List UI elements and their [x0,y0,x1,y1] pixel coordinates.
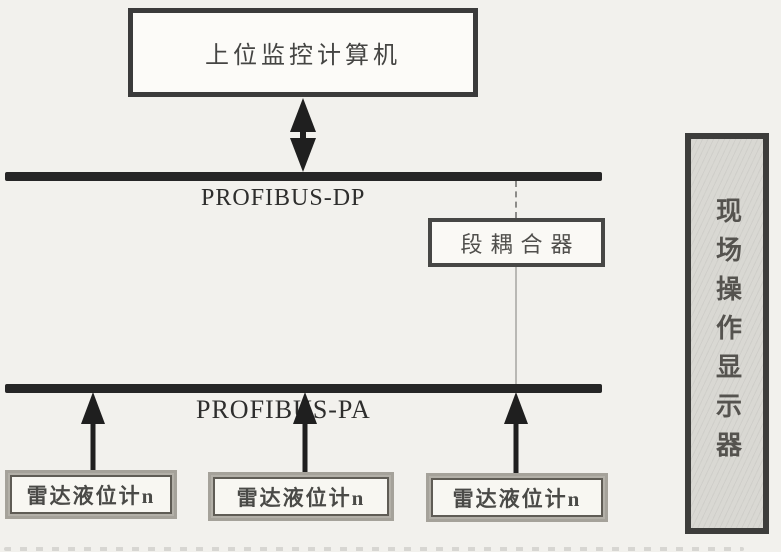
profibus-pa-label: PROFIBUS-PA [196,395,371,424]
profibus-pa-bus-line [5,384,602,393]
radar-level-meter-box: 雷达液位计n [426,473,608,522]
field-display-panel-label: 现场操作显示器 [712,197,742,470]
radar-level-meter-label: 雷达液位计n [452,486,582,511]
coupler-drop-line-upper [515,181,517,218]
double-arrow-icon [290,98,316,172]
radar-level-meter-label: 雷达液位计n [236,485,366,510]
host-computer-box: 上位监控计算机 [128,8,478,97]
radar-level-meter-box: 雷达液位计n [208,472,394,521]
coupler-drop-line-lower [515,267,517,384]
profibus-dp-bus-line [5,172,602,181]
profibus-dp-label: PROFIBUS-DP [201,185,366,211]
up-arrow-icon [293,392,317,473]
segment-coupler-box: 段耦合器 [428,218,605,267]
segment-coupler-label: 段耦合器 [460,231,581,257]
radar-level-meter-box: 雷达液位计n [5,470,177,519]
host-computer-label: 上位监控计算机 [205,43,401,69]
scan-noise-artifact [4,547,744,551]
field-display-panel: 现场操作显示器 [685,133,769,534]
up-arrow-icon [81,392,105,472]
radar-level-meter-label: 雷达液位计n [26,483,156,508]
up-arrow-icon [504,392,528,474]
